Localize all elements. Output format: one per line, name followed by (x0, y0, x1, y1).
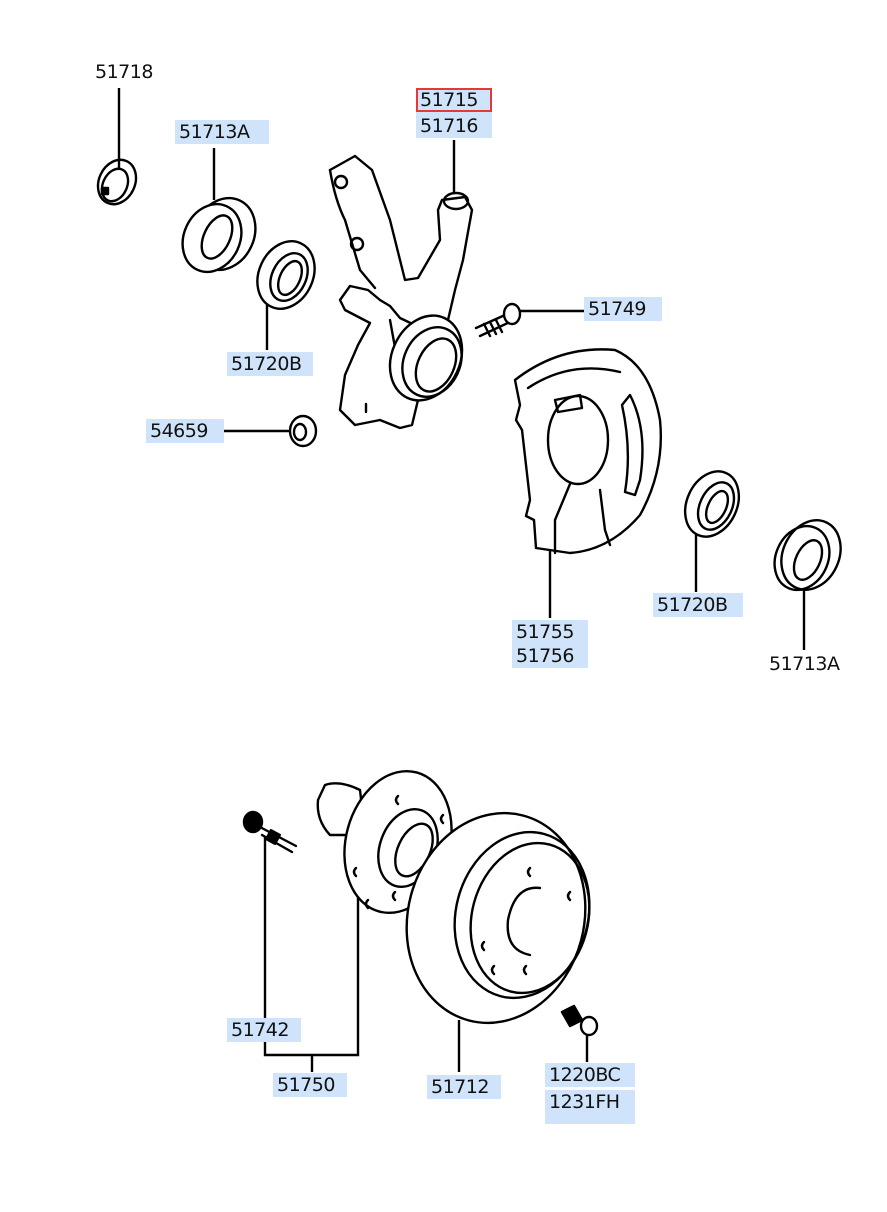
label-51750[interactable]: 51750 (273, 1073, 347, 1097)
leader-lines (117, 88, 806, 1072)
bearing-race-right-drawing[interactable] (764, 511, 851, 600)
bolt-drawing[interactable] (474, 302, 522, 338)
snap-ring-drawing[interactable] (91, 154, 143, 211)
label-51755[interactable]: 51755 (512, 620, 588, 644)
hub-bolt-drawing[interactable] (242, 810, 298, 854)
brake-disc-drawing[interactable] (384, 793, 609, 1043)
label-51713A-right[interactable]: 51713A (769, 653, 840, 675)
label-51756[interactable]: 51756 (512, 644, 588, 668)
label-51712[interactable]: 51712 (427, 1075, 501, 1099)
disc-screw-drawing[interactable] (560, 1004, 599, 1037)
oil-seal-left-drawing[interactable] (247, 232, 326, 318)
label-1231FH[interactable]: 1231FH (545, 1090, 635, 1124)
label-51716[interactable]: 51716 (416, 114, 492, 138)
label-54659[interactable]: 54659 (146, 419, 224, 443)
steering-knuckle-drawing[interactable] (328, 154, 475, 430)
label-1220BC[interactable]: 1220BC (545, 1063, 635, 1087)
label-51720B-left[interactable]: 51720B (227, 352, 313, 376)
label-51720B-right[interactable]: 51720B (653, 593, 743, 617)
oil-seal-right-drawing[interactable] (675, 463, 749, 546)
label-51715-selected[interactable]: 51715 (416, 88, 492, 112)
dust-cover-drawing[interactable] (513, 348, 663, 555)
label-51713A-top[interactable]: 51713A (175, 120, 269, 144)
nut-drawing[interactable] (288, 414, 318, 448)
label-51749[interactable]: 51749 (584, 297, 662, 321)
bearing-race-top-drawing[interactable] (172, 188, 267, 282)
label-51718[interactable]: 51718 (95, 61, 153, 83)
label-51742[interactable]: 51742 (227, 1018, 301, 1042)
